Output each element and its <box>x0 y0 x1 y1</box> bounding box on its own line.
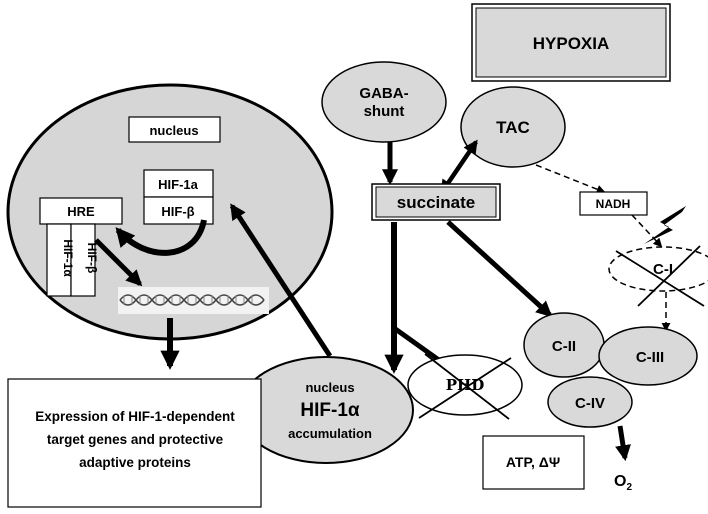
accumulation-to-nucleus-arrow <box>229 203 333 358</box>
atp-box <box>482 435 585 490</box>
atp-label: ATP, ΔΨ <box>506 454 560 470</box>
phd-node: PHD <box>407 353 523 420</box>
c3-label: C-III <box>636 349 664 366</box>
complex-iv-node <box>547 376 633 428</box>
nadh-to-c1-arrow <box>631 214 663 248</box>
gaba-shunt-node <box>321 61 447 143</box>
expression-box <box>7 378 262 508</box>
succinate-to-c2-arrow <box>446 220 553 318</box>
gaba-shunt-label-1: GABA- <box>359 85 408 102</box>
hif1a-vertical-label: HIF-1α <box>61 239 75 277</box>
expression-label: Expression of HIF-1-dependent target gen… <box>35 409 235 470</box>
hif-complex-box: HIF-1a HIF-β <box>143 169 214 225</box>
accumulation-label-3: accumulation <box>288 426 372 441</box>
lightning-bolt-icon <box>644 206 686 244</box>
hre-to-dna-arrow <box>94 238 143 287</box>
hypoxia-box: HYPOXIA <box>471 3 671 82</box>
c2-label: C-II <box>552 338 576 355</box>
accumulation-label-1: nucleus <box>305 380 354 395</box>
tac-to-nadh-arrow <box>535 164 606 194</box>
gaba-shunt-label-2: shunt <box>364 103 405 120</box>
o2-label: O2 <box>614 473 632 493</box>
nucleus-label-box <box>128 116 221 143</box>
hifb-vertical-label: HIF-β <box>85 243 99 274</box>
hifb-box-label: HIF-β <box>161 204 194 219</box>
complex-iii-node <box>598 326 698 386</box>
hre-label: HRE <box>67 204 95 219</box>
succinate-node: succinate <box>371 183 501 221</box>
nadh-box <box>579 191 648 216</box>
c1-label: C-I <box>653 261 673 278</box>
hif-to-hre-curved-arrow <box>115 219 207 256</box>
c4-to-o2-arrow <box>615 425 631 462</box>
nadh-label: NADH <box>596 197 631 211</box>
hif1a-box-label: HIF-1a <box>158 177 199 192</box>
hre-box <box>39 197 123 225</box>
succinate-label: succinate <box>397 193 475 212</box>
hifb-vertical-box <box>70 223 96 297</box>
tac-node <box>460 86 566 168</box>
hypoxia-label: HYPOXIA <box>533 34 610 53</box>
complex-i-node: C-I <box>608 245 708 307</box>
tac-label: TAC <box>496 118 530 137</box>
dna-helix-icon <box>118 287 269 314</box>
accumulation-label-2: HIF-1α <box>300 400 360 421</box>
nucleus-label: nucleus <box>149 123 198 138</box>
c4-label: C-IV <box>575 395 605 412</box>
